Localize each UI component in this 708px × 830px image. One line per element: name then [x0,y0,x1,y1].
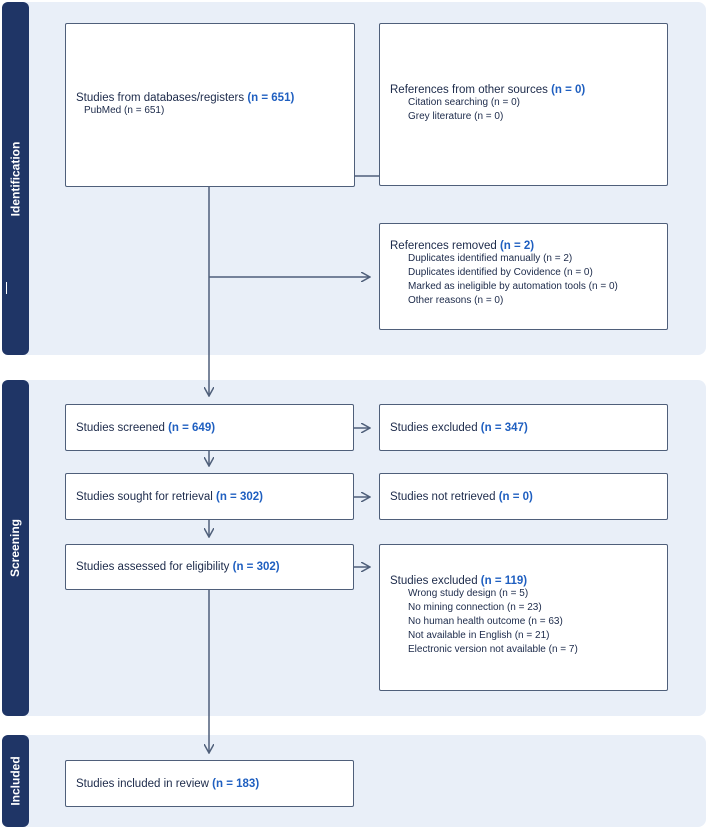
other-sources-item: Citation searching (n = 0) [408,97,521,108]
removed-item: Marked as ineligible by automation tools… [408,281,618,292]
excluded-reasons-box: Studies excluded (n = 119) Wrong study d… [379,544,668,691]
sought-count: (n = 302) [216,490,263,503]
tab-marker [6,282,7,294]
included-tab: Included [2,735,29,827]
removed-item: Other reasons (n = 0) [408,295,504,306]
assessed-title: Studies assessed for eligibility (n = 30… [76,561,280,573]
assessed-box: Studies assessed for eligibility (n = 30… [65,544,354,590]
screened-title: Studies screened (n = 649) [76,421,216,434]
identification-tab: Identification [2,2,29,355]
assessed-count: (n = 302) [232,561,280,573]
excluded-reason: No human health outcome (n = 63) [408,616,563,627]
other-sources-box: References from other sources (n = 0) Ci… [379,23,668,186]
sought-title: Studies sought for retrieval (n = 302) [76,490,263,503]
excluded-reason: Not available in English (n = 21) [408,630,550,641]
excluded2-title: Studies excluded (n = 119) [390,575,528,587]
excluded1-count: (n = 347) [480,421,528,434]
sought-box: Studies sought for retrieval (n = 302) [65,473,354,520]
included-count: (n = 183) [212,777,260,790]
screened-count: (n = 649) [168,421,216,434]
removed-title: References removed (n = 2) [390,240,535,252]
not-retrieved-title: Studies not retrieved (n = 0) [390,490,533,503]
removed-count: (n = 2) [499,240,535,252]
removed-item: Duplicates identified manually (n = 2) [408,253,573,264]
databases-box: Studies from databases/registers (n = 65… [65,23,355,187]
not-retrieved-count: (n = 0) [498,490,533,503]
not-retrieved-box: Studies not retrieved (n = 0) [379,473,668,520]
excluded-reason: Wrong study design (n = 5) [408,588,529,599]
references-removed-box: References removed (n = 2) Duplicates id… [379,223,668,330]
screening-tab: Screening [2,380,29,716]
databases-item: PubMed (n = 651) [84,105,165,116]
other-sources-item: Grey literature (n = 0) [408,111,504,122]
databases-title: Studies from databases/registers (n = 65… [76,92,295,104]
other-sources-count: (n = 0) [551,84,586,96]
removed-item: Duplicates identified by Covidence (n = … [408,267,593,278]
excluded-reason: No mining connection (n = 23) [408,602,542,613]
included-title: Studies included in review (n = 183) [76,777,260,790]
screened-box: Studies screened (n = 649) [65,404,354,451]
excluded-reason: Electronic version not available (n = 7) [408,644,578,655]
other-sources-title: References from other sources (n = 0) [390,84,586,96]
included-box: Studies included in review (n = 183) [65,760,354,807]
databases-count: (n = 651) [247,92,295,104]
excluded2-count: (n = 119) [480,575,528,587]
excluded-box: Studies excluded (n = 347) [379,404,668,451]
excluded1-title: Studies excluded (n = 347) [390,421,528,434]
